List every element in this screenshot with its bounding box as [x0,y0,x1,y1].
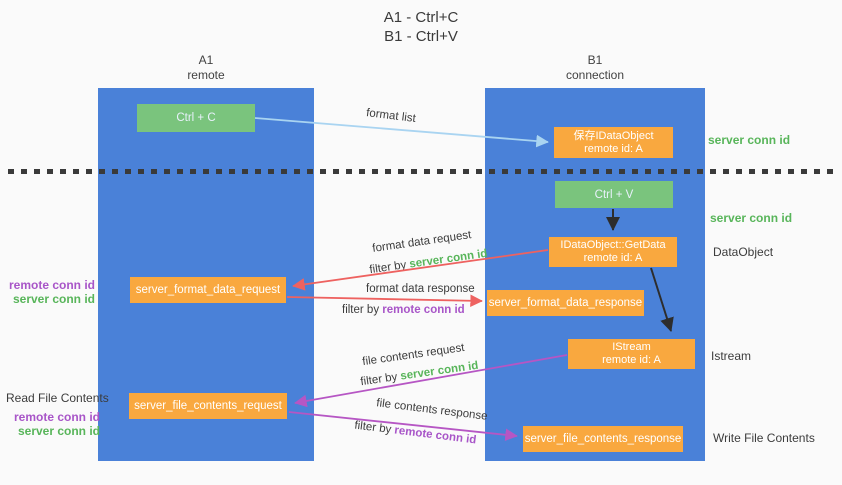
istream-text: Istream [711,349,752,363]
dataobject-text: DataObject [713,245,774,259]
server-conn-id-text: server conn id [399,359,480,383]
filter-by-text: filter by [359,370,402,389]
server-format-data-request-box: server_format_data_request [130,277,286,303]
idataobject-getdata-box: IDataObject::GetData remote id: A [549,237,677,267]
remote-conn-id-text: remote conn id [382,304,465,316]
server-conn-id-annotation-mid: server conn id [710,211,792,225]
format-list-label: format list [365,107,416,125]
file-contents-response-text: file contents response [375,397,489,423]
lifeline-b1-name: B1 [587,53,603,67]
write-file-contents-annotation: Write File Contents [713,431,815,445]
server-conn-id-text: server conn id [708,133,791,147]
format-data-response-label: format data response [366,283,475,295]
title-line-1: A1 - Ctrl+C [383,9,459,26]
istream-line1: IStream [612,341,651,353]
title-line-2: B1 - Ctrl+V [384,28,458,45]
ctrl-c-action-box: Ctrl + C [137,104,255,132]
server-conn-id-text: server conn id [710,211,793,225]
format-list-text: format list [365,107,417,125]
format-data-response-arrow [286,294,483,308]
filter-by-text: filter by [353,419,396,437]
save-idataobject-line1: 保存IDataObject [573,129,654,142]
lifeline-header-b1: B1 connection [485,53,705,83]
server-conn-id-annotation-top: server conn id [708,133,790,147]
istream-annotation: Istream [711,349,751,363]
format-response-label: server_format_data_response [488,297,643,309]
istream-box: IStream remote id: A [568,339,695,369]
server-file-contents-response-box: server_file_contents_response [523,426,683,452]
file-contents-response-label: file contents response [376,397,489,423]
format-request-label: server_format_data_request [135,284,281,296]
format-request-conn-ids: remote conn id server conn id [0,278,95,306]
save-idataobject-line2: remote id: A [584,142,643,155]
ctrl-c-label: Ctrl + C [176,112,216,124]
ctrl-v-label: Ctrl + V [594,188,634,201]
write-file-contents-text: Write File Contents [713,431,815,445]
machine-boundary-dotted-line [8,169,837,174]
server-file-contents-request-box: server_file_contents_request [129,393,287,419]
filter-by-text: filter by [368,258,411,277]
file-response-filter-label: filter by remote conn id [354,420,477,447]
remote-conn-id-text: remote conn id [13,410,100,424]
server-conn-id-text: server conn id [17,424,100,438]
file-response-label: server_file_contents_response [524,433,682,445]
remote-conn-id-text: remote conn id [8,278,95,292]
lifeline-a1-role: remote [187,68,225,82]
format-data-response-text: format data response [366,283,475,295]
filter-by-text: filter by [342,304,383,316]
diagram-title: A1 - Ctrl+C B1 - Ctrl+V [0,8,842,46]
server-conn-id-text: server conn id [12,292,95,306]
getdata-line1: IDataObject::GetData [560,239,666,251]
format-response-filter-label: filter by remote conn id [342,304,465,316]
dataobject-annotation: DataObject [713,245,773,259]
lifeline-a1-name: A1 [198,53,214,67]
lifeline-b1-role: connection [565,68,625,82]
read-file-contents-annotation: Read File Contents [6,391,109,405]
file-request-conn-ids: remote conn id server conn id [0,410,100,438]
getdata-line2: remote id: A [583,252,643,264]
file-request-label: server_file_contents_request [134,400,282,412]
save-idataobject-box: 保存IDataObject remote id: A [554,127,673,158]
server-format-data-response-box: server_format_data_response [487,290,644,316]
ctrl-v-action-box: Ctrl + V [555,181,673,208]
server-conn-id-text: server conn id [408,247,489,271]
read-file-contents-text: Read File Contents [6,391,109,405]
remote-conn-id-text: remote conn id [393,424,477,447]
lifeline-header-a1: A1 remote [98,53,314,83]
istream-line2: remote id: A [602,354,661,366]
